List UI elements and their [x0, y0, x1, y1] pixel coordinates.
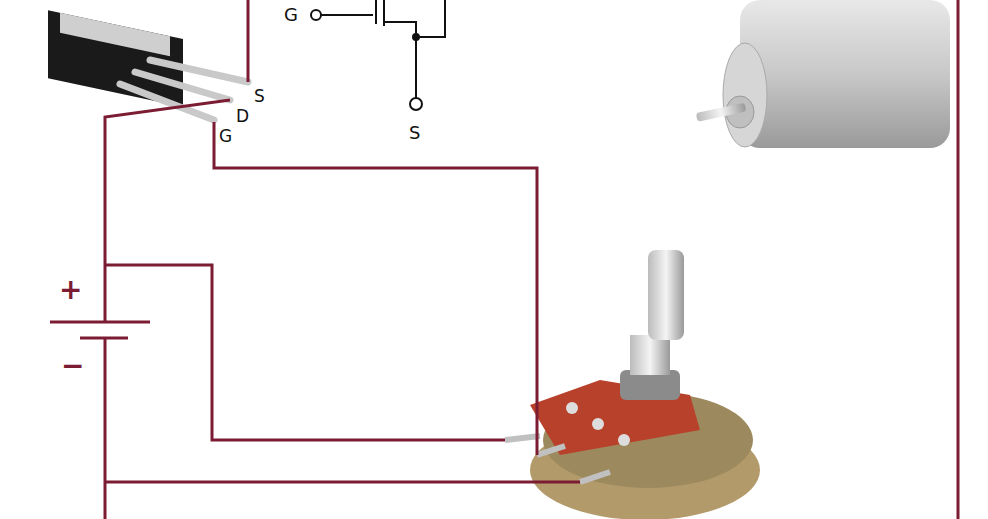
mosfet-package [48, 10, 248, 120]
mosfet-symbol [311, 0, 445, 110]
polarity-sign: − [61, 352, 84, 380]
terminal-label: G [284, 6, 298, 24]
potentiometer [505, 250, 760, 519]
pin-label: G [219, 128, 232, 145]
wires [105, 0, 958, 519]
pin-label: S [254, 88, 265, 105]
terminal-label: S [409, 124, 420, 142]
polarity-sign: + [59, 276, 82, 304]
dc-motor [696, 0, 950, 148]
pin-label: D [236, 108, 249, 125]
battery-symbol [50, 322, 150, 338]
